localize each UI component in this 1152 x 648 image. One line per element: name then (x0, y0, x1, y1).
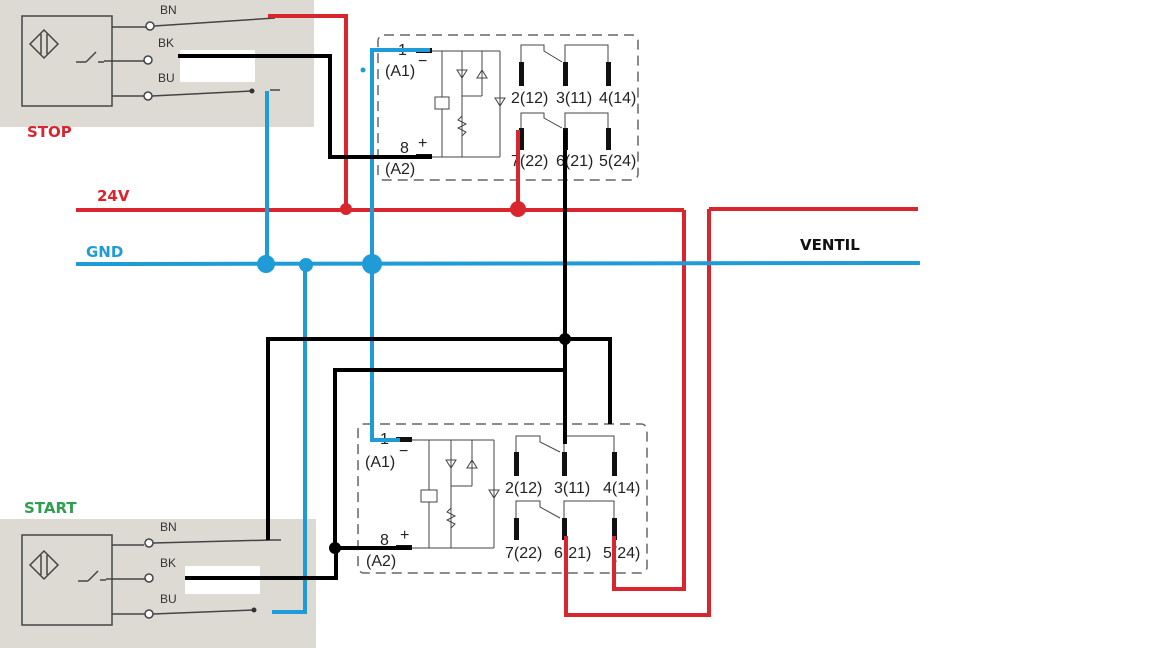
junction-dot (340, 203, 352, 215)
wire-label-bn: BN (160, 520, 177, 534)
coil-sign-plus: + (418, 135, 427, 152)
coil-pin-a1: (A1) (385, 63, 415, 80)
wire-label-bk: BK (158, 36, 174, 50)
coil-icon (434, 96, 450, 110)
coil-pin-8: 8 (400, 140, 409, 157)
label-ventil: VENTIL (800, 236, 860, 254)
resistor-icon (456, 115, 468, 137)
diode-icon (445, 459, 457, 469)
terminal-bu (143, 91, 153, 101)
junction-dot (257, 255, 275, 273)
coil-pin-8: 8 (380, 532, 389, 549)
start-sensor: BN BK BU (0, 519, 316, 648)
wire-start-bn (266, 337, 612, 540)
label-gnd: GND (86, 243, 123, 261)
coil-sign-minus: − (418, 53, 427, 70)
contact-2-12: 2(12) (505, 480, 542, 497)
proximity-symbol-icon (28, 549, 60, 581)
coil-pin-a1: (A1) (365, 454, 395, 471)
junction-dot (299, 258, 313, 272)
terminal-bn (144, 538, 154, 548)
contact-6-21: 6(21) (554, 545, 591, 562)
wire-relays-a1 (370, 48, 430, 442)
label-24v: 24V (97, 187, 130, 205)
junction-dot (362, 254, 382, 274)
terminal-bk (143, 55, 153, 65)
diode-icon (456, 69, 468, 79)
relay-housing (357, 423, 648, 574)
start-label: START (24, 499, 77, 517)
stop-label: STOP (27, 123, 72, 141)
wire-relay2-contact5 (612, 210, 686, 591)
contact-7-22: 7(22) (505, 545, 542, 562)
relay-bottom: 1 (A1) − 8 (A2) + 2(12) 3(11) 4(14) 7(22… (357, 423, 648, 574)
contact-3-11: 3(11) (556, 90, 592, 107)
terminal-bn (145, 21, 155, 31)
wire-start-bk (185, 546, 410, 580)
contact-2-12: 2(12) (511, 90, 548, 107)
wire-label-bu: BU (160, 592, 177, 606)
wire-label-bk: BK (160, 556, 176, 570)
relay-housing (377, 34, 639, 181)
wire-relay2-contact6 (564, 209, 711, 617)
diode-icon (494, 97, 506, 107)
contact-4-14: 4(14) (603, 480, 640, 497)
proximity-symbol-icon (28, 28, 60, 60)
junction-dot (329, 542, 341, 554)
coil-pin-a2: (A2) (385, 161, 415, 178)
coil-sign-minus: − (399, 443, 408, 460)
contact-3-11: 3(11) (554, 480, 590, 497)
wire-stop-bk (178, 54, 432, 159)
wire-gnd-bus (75, 261, 921, 266)
contact-5-24: 5(24) (599, 153, 636, 170)
sensor-body (21, 534, 113, 626)
switch-symbol-icon (78, 570, 106, 582)
diode-icon (488, 489, 500, 499)
coil-sign-plus: + (400, 527, 409, 544)
stop-sensor: BN BK BU (0, 0, 314, 127)
wire-stop-bn (268, 14, 348, 210)
wire-start-bu (272, 264, 307, 614)
wire-label-bn: BN (160, 3, 177, 17)
contact-4-14: 4(14) (599, 90, 636, 107)
coil-pin-a2: (A2) (366, 553, 396, 570)
terminal-bk (144, 573, 154, 583)
coil-icon (420, 489, 438, 503)
contact-6-21: 6(21) (556, 153, 593, 170)
junction-dot (510, 201, 526, 217)
switch-symbol-icon (76, 51, 104, 63)
terminal-bu (144, 609, 154, 619)
resistor-icon (445, 507, 457, 529)
contact-5-24: 5(24) (603, 545, 640, 562)
wire-relay2-contact3 (333, 368, 567, 548)
junction-dot (559, 333, 571, 345)
contact-7-22: 7(22) (511, 153, 548, 170)
wire-label-bu: BU (158, 71, 175, 85)
